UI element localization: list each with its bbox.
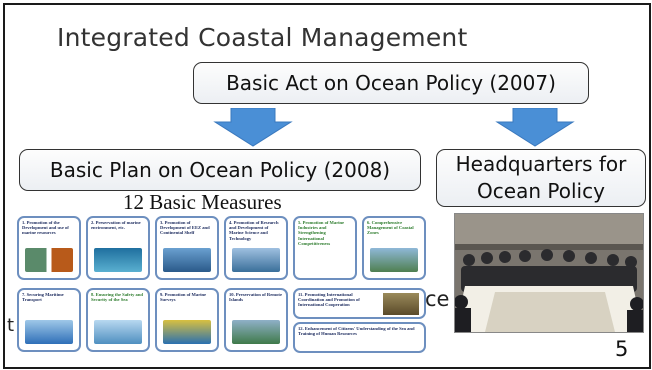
basic-act-box: Basic Act on Ocean Policy (2007): [193, 62, 589, 104]
headquarters-meeting-photo: [454, 213, 644, 333]
slide-title: Integrated Coastal Management: [57, 23, 468, 52]
measure-label: 1. Promotion of the Development and use …: [22, 220, 69, 236]
down-arrow-icon: [495, 108, 575, 147]
measures-grid: 1. Promotion of the Development and use …: [15, 214, 435, 358]
measure-card: 11. Promoting International Coordination…: [293, 288, 426, 319]
measure-image: [232, 248, 280, 272]
measure-image: [94, 320, 142, 344]
measure-image: [163, 248, 211, 272]
measure-label: 6. Comprehensive Management of Coastal Z…: [367, 220, 414, 236]
down-arrow-icon: [213, 108, 293, 147]
measure-image: [383, 293, 419, 315]
measure-label: 10. Preservation of Remote Islands: [229, 292, 282, 303]
measure-card: 10. Preservation of Remote Islands: [224, 288, 288, 352]
measure-label: 2. Preservation of marine environment, e…: [91, 220, 141, 231]
measure-image: [94, 248, 142, 272]
measures-title: 12 Basic Measures: [123, 190, 282, 214]
measure-label: 4. Promotion of Research and Development…: [229, 220, 279, 241]
measure-image: [25, 320, 73, 344]
measure-label: 11. Promoting International Coordination…: [298, 292, 360, 308]
meeting-room-image: [455, 214, 643, 332]
measure-card: 9. Promotion of Marine Surveys: [155, 288, 219, 352]
measure-card: 5. Promotion of Marine Industries and St…: [293, 216, 357, 280]
headquarters-box: Headquarters for Ocean Policy: [436, 149, 646, 207]
measure-label: 9. Promotion of Marine Surveys: [160, 292, 207, 303]
measure-card: 8. Ensuring the Safety and Security of t…: [86, 288, 150, 352]
measure-label: 12. Enhancement of Citizens' Understandi…: [298, 326, 415, 337]
slide: Integrated Coastal Management Basic Act …: [3, 3, 651, 369]
measure-label: 3. Promotion of Development of EEZ and C…: [160, 220, 210, 236]
measure-image: [370, 248, 418, 272]
measure-label: 8. Ensuring the Safety and Security of t…: [91, 292, 143, 303]
measure-card: 7. Securing Maritime Transport: [17, 288, 81, 352]
measure-card: 4. Promotion of Research and Development…: [224, 216, 288, 280]
obscured-text-left: t: [7, 315, 15, 336]
measure-image: [25, 248, 73, 272]
measure-card: 2. Preservation of marine environment, e…: [86, 216, 150, 280]
measure-image: [163, 320, 211, 344]
measure-card: 3. Promotion of Development of EEZ and C…: [155, 216, 219, 280]
measure-card: 6. Comprehensive Management of Coastal Z…: [362, 216, 426, 280]
obscured-text: ce: [425, 287, 450, 311]
measure-image: [232, 320, 280, 344]
measure-card: 12. Enhancement of Citizens' Understandi…: [293, 322, 426, 353]
measure-label: 5. Promotion of Marine Industries and St…: [298, 220, 345, 246]
measure-card: 1. Promotion of the Development and use …: [17, 216, 81, 280]
measure-label: 7. Securing Maritime Transport: [22, 292, 64, 303]
page-number: 5: [615, 337, 629, 361]
basic-plan-box: Basic Plan on Ocean Policy (2008): [19, 149, 421, 191]
